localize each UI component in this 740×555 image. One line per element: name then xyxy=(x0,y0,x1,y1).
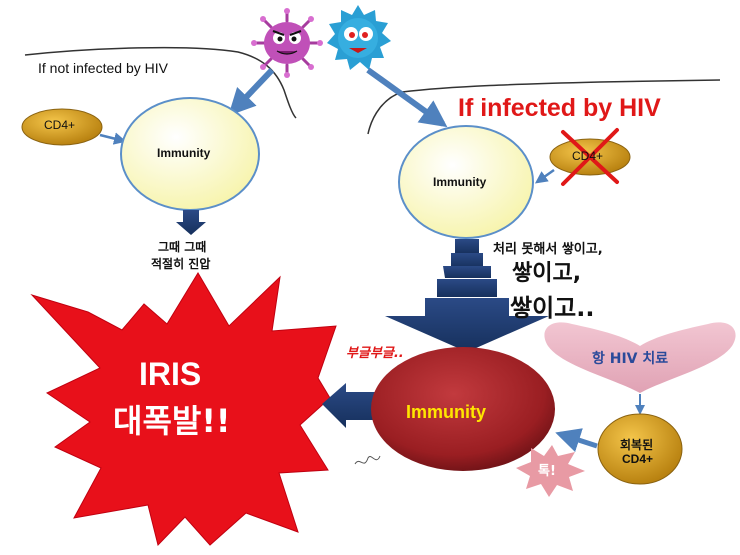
virus-to-right-immunity-arrow xyxy=(366,67,448,128)
left-down-arrow xyxy=(176,210,206,235)
left-cell-outline xyxy=(24,46,297,119)
virus-to-left-immunity-arrow xyxy=(228,67,275,116)
right-cd4-label: CD4+ xyxy=(572,149,604,163)
left-outcome-line1: 그때 그때 xyxy=(158,240,207,254)
recovered-cd4-cell xyxy=(597,413,683,485)
explosion-line2: 대폭발!! xyxy=(113,402,231,440)
bottom-immunity-ball xyxy=(371,347,555,471)
bottom-immunity-label: Immunity xyxy=(406,402,487,422)
left-panel-caption: If not infected by HIV xyxy=(38,60,168,76)
right-cell-outline xyxy=(367,79,721,135)
left-immunity-label: Immunity xyxy=(157,146,211,160)
recovered-to-ball-arrow xyxy=(555,428,598,453)
poke-label: 톡! xyxy=(538,464,556,479)
buildup-line1: 처리 못해서 쌓이고, xyxy=(493,242,603,257)
blue-virus-icon xyxy=(327,5,391,70)
treatment-label: 항 HIV 치료 xyxy=(592,351,669,367)
iris-explosion-burst xyxy=(30,272,337,546)
poke-burst xyxy=(516,445,585,497)
explosion-line1: IRIS xyxy=(139,356,202,392)
right-immunity-cell xyxy=(398,125,534,239)
right-panel-caption: If infected by HIV xyxy=(458,94,661,122)
signature-mark xyxy=(354,455,381,465)
ball-to-explosion-arrow xyxy=(322,383,384,428)
purple-virus-icon xyxy=(251,8,323,78)
buildup-line2: 쌓이고, xyxy=(512,261,582,286)
cd4-fail-arrow xyxy=(534,168,555,184)
cross-mark-icon xyxy=(561,128,619,186)
bubbling-label: 부글부글.. xyxy=(346,346,404,361)
accumulation-arrow xyxy=(385,239,549,352)
buildup-line3: 쌓이고.. xyxy=(510,294,595,322)
recovered-line2: CD4+ xyxy=(622,452,654,466)
left-cd4-label: CD4+ xyxy=(44,118,76,132)
treatment-heart xyxy=(544,322,736,393)
left-outcome-line2: 적절히 진압 xyxy=(151,257,211,271)
cd4-to-immunity-arrow xyxy=(99,132,127,145)
left-cd4-cell xyxy=(21,108,103,146)
right-immunity-label: Immunity xyxy=(433,175,487,189)
recovered-line1: 회복된 xyxy=(620,438,654,452)
